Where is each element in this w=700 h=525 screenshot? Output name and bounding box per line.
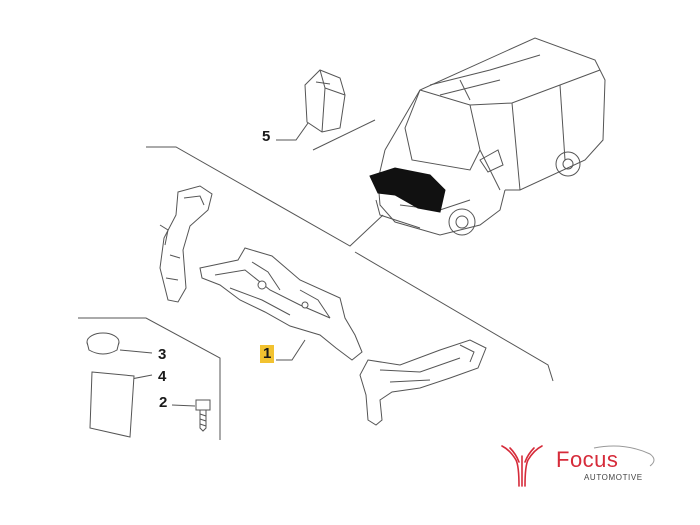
frame-line-top	[146, 146, 384, 247]
focus-automotive-logo: Focus AUTOMOTIVE	[498, 442, 658, 492]
part-2-bolt	[195, 399, 211, 432]
callout-part-2: 2	[159, 394, 168, 411]
right-bracket	[359, 339, 487, 426]
part-4-pad	[89, 371, 135, 438]
callout-part-5: 5	[262, 128, 271, 145]
fork-emblem-icon	[501, 445, 543, 487]
logo-swoosh-icon	[593, 445, 655, 467]
part-5-insulator	[304, 69, 346, 133]
callout-part-3: 3	[158, 346, 167, 363]
leader-part-5	[276, 115, 314, 141]
highlighted-panel	[369, 167, 446, 213]
leader-part-1	[276, 339, 306, 361]
part-3-plug	[86, 332, 120, 355]
part-1-panel	[199, 247, 363, 361]
callout-part-1: 1	[260, 345, 275, 363]
van-illustration	[375, 37, 606, 236]
leader-part-2	[171, 404, 196, 407]
logo-tagline: AUTOMOTIVE	[584, 473, 643, 482]
left-bracket	[159, 185, 213, 303]
frame-line-bottom	[354, 251, 554, 382]
callout-part-4: 4	[158, 368, 167, 385]
leader-part-5b	[312, 119, 376, 151]
frame-line-small-parts	[78, 317, 221, 440]
logo-name: Focus	[556, 447, 619, 472]
leader-part-3	[119, 349, 153, 354]
